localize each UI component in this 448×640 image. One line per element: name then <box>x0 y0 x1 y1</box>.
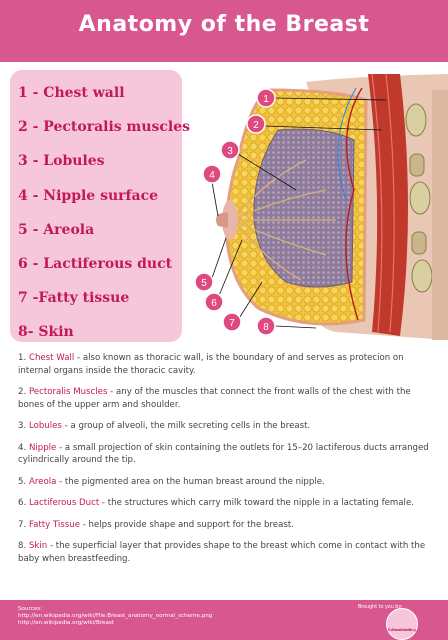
svg-text:7: 7 <box>229 318 235 329</box>
legend-item: 5 - Areola <box>18 221 95 238</box>
callout-5: 5 <box>194 272 214 292</box>
description-item: 8. Skin - the superficial layer that pro… <box>18 541 426 564</box>
description-term: Fatty Tissue <box>28 519 80 530</box>
description-item: 1. Chest Wall - also known as thoracic w… <box>18 353 404 376</box>
svg-text:8: 8 <box>263 322 269 333</box>
rib <box>409 181 431 215</box>
callout-7: 7 <box>222 312 242 332</box>
source-link[interactable]: http://en.wikipedia.org/wiki/Breast <box>18 620 114 627</box>
sources-label: Sources: <box>18 606 43 612</box>
description-term: Lactiferous Duct <box>28 498 100 508</box>
description-item: 4. Nipple - a small projection of skin c… <box>18 442 429 466</box>
lobules <box>253 128 355 288</box>
description-item: 5. Areola - the pigmented area on the hu… <box>18 476 325 487</box>
svg-text:4: 4 <box>209 170 215 181</box>
svg-text:5: 5 <box>201 278 207 289</box>
descriptions: 1. Chest Wall - also known as thoracic w… <box>18 352 432 574</box>
svg-text:3: 3 <box>227 146 233 157</box>
description-term: Lobules <box>28 421 62 431</box>
description-term: Areola <box>28 476 57 487</box>
callout-2: 2 <box>246 114 266 134</box>
description-term: Nipple <box>28 442 57 453</box>
breast-anatomy-diagram: 1 2 3 4 5 6 7 8 <box>194 73 448 340</box>
page-title: Anatomy of the Breast <box>78 12 370 37</box>
callout-4: 4 <box>202 164 222 184</box>
legend-item: 2 - Pectoralis muscles <box>18 119 191 136</box>
brought-to-you-label: Brought to you by: <box>358 605 403 610</box>
header-banner: Anatomy of the Breast <box>0 0 448 62</box>
description-term: Skin <box>28 541 48 551</box>
description-item: 6. Lactiferous Duct - the structures whi… <box>18 498 414 508</box>
description-item: 2. Pectoralis Muscles - any of the muscl… <box>18 387 411 410</box>
legend-item: 8- Skin <box>18 324 74 341</box>
areola <box>222 200 238 240</box>
nipple <box>216 212 228 228</box>
legend-item: 7 -Fatty tissue <box>18 290 130 307</box>
rib <box>411 259 433 293</box>
callout-8: 8 <box>256 316 276 336</box>
legend-item: 3 - Lobules <box>18 153 105 170</box>
legend-panel: 1 - Chest wall 2 - Pectoralis muscles 3 … <box>10 70 191 342</box>
description-term: Pectoralis Muscles <box>28 387 108 397</box>
callout-3: 3 <box>220 140 240 160</box>
legend-item: 4 - Nipple surface <box>18 187 159 204</box>
legend-item: 1 - Chest wall <box>18 85 125 101</box>
sources: Sources: http://en.wikipedia.org/wiki/Fi… <box>18 606 212 628</box>
legend-item: 6 - Lactiferous duct <box>18 255 173 272</box>
svg-text:6: 6 <box>211 298 217 309</box>
description-item: 7. Fatty Tissue - helps provide shape an… <box>18 519 294 530</box>
rib <box>405 103 427 137</box>
callout-1: 1 <box>256 88 276 108</box>
svg-text:2: 2 <box>253 120 259 131</box>
description-term: Chest Wall <box>28 353 75 363</box>
source-link[interactable]: http://en.wikipedia.org/wiki/File:Breast… <box>18 613 213 620</box>
description-item: 3. Lobules - a group of alveoli, the mil… <box>18 421 311 431</box>
svg-text:1: 1 <box>263 94 269 105</box>
footer-banner <box>0 600 448 640</box>
callout-6: 6 <box>204 292 224 312</box>
